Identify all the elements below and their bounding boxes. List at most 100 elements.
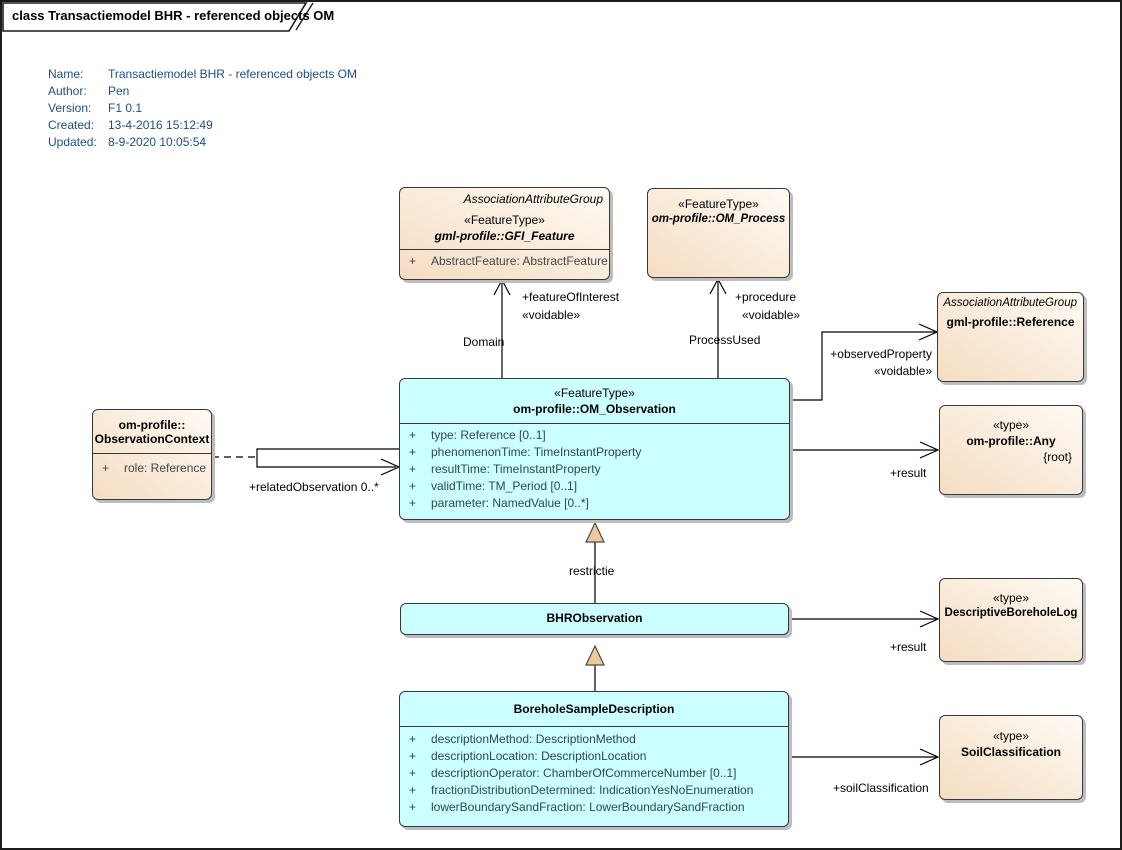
class-name: gml-profile::GFI_Feature — [434, 229, 575, 243]
class-name: om-profile::OM_Observation — [513, 402, 676, 416]
diagram-tab-title: class Transactiemodel BHR - referenced o… — [12, 8, 335, 23]
attribute-row: + descriptionOperator: ChamberOfCommerceN… — [400, 765, 788, 782]
attribute-row: + type: Reference [0..1] — [400, 427, 789, 444]
attribute-text: parameter: NamedValue [0..*] — [431, 496, 589, 510]
class-name-line2: ObservationContext — [94, 432, 210, 446]
attribute-text: type: Reference [0..1] — [431, 428, 546, 442]
source-label-domain: Domain — [463, 335, 505, 349]
attribute-text: fractionDistributionDetermined: Indicati… — [431, 783, 754, 797]
attribute-text: resultTime: TimeInstantProperty — [431, 462, 601, 476]
metadata-row: Name: Transactiemodel BHR - referenced o… — [48, 66, 357, 83]
open-arrow-right-icon — [919, 610, 940, 628]
attribute-row: + role: Reference — [93, 460, 211, 477]
class-name: SoilClassification — [960, 745, 1062, 759]
frame-tab-shape — [2, 2, 308, 32]
metadata-label: Created: — [48, 118, 95, 132]
attribute-text: validTime: TM_Period [0..1] — [431, 479, 578, 493]
attribute-row: + validTime: TM_Period [0..1] — [400, 478, 789, 495]
metadata-row: Version: F1 0.1 — [48, 100, 357, 117]
metadata-value: 8-9-2020 10:05:54 — [108, 135, 207, 149]
class-bhr-observation: BHRObservation — [400, 603, 789, 635]
attribute-list: + AbstractFeature: AbstractFeature — [400, 250, 609, 270]
class-borehole-sample-description: BoreholeSampleDescription +descriptionMe… — [399, 691, 789, 827]
class-observation-context: om-profile:: ObservationContext + role: R… — [92, 409, 212, 500]
class-stereotype: «type» — [992, 418, 1030, 432]
compartment-divider — [92, 453, 212, 454]
visibility-sign: + — [409, 462, 417, 476]
attribute-list: +descriptionMethod: DescriptionMethod+de… — [400, 727, 788, 816]
attribute-list: +type: Reference [0..1]+phenomenonTime: … — [400, 424, 789, 512]
role-label-result-bhr: +result — [890, 640, 927, 654]
visibility-sign: + — [409, 749, 417, 763]
metadata-row: Created: 13-4-2016 15:12:49 — [48, 117, 357, 134]
role-label-related-observation: +relatedObservation 0..* — [249, 480, 379, 494]
visibility-sign: + — [409, 766, 417, 780]
metadata-label: Author: — [48, 84, 87, 98]
class-om-process: «FeatureType» om-profile::OM_Process — [647, 188, 790, 278]
class-group-label: AssociationAttributeGroup — [463, 192, 603, 206]
stereotype-label-voidable: «voidable» — [742, 308, 801, 322]
generalization-triangle-icon — [585, 521, 605, 543]
visibility-sign: + — [409, 254, 417, 268]
role-label-result: +result — [890, 466, 927, 480]
attribute-text: AbstractFeature: AbstractFeature — [431, 254, 608, 268]
class-name: om-profile::Any — [966, 434, 1056, 448]
class-name-line1: om-profile:: — [118, 418, 186, 432]
class-name: gml-profile::Reference — [946, 315, 1075, 329]
metadata-row: Author: Pen — [48, 83, 357, 100]
class-stereotype: «type» — [992, 591, 1030, 605]
metadata-label: Name: — [48, 67, 84, 81]
class-group-label: AssociationAttributeGroup — [943, 297, 1077, 309]
attribute-text: phenomenonTime: TimeInstantProperty — [431, 445, 642, 459]
class-descriptive-borehole-log: «type» DescriptiveBoreholeLog — [939, 578, 1083, 662]
metadata-value: 13-4-2016 15:12:49 — [108, 118, 213, 132]
open-arrow-right-icon — [919, 748, 940, 766]
compartment-divider — [399, 423, 790, 424]
attribute-row: + fractionDistributionDetermined: Indicat… — [400, 782, 788, 799]
metadata-value: F1 0.1 — [108, 101, 143, 115]
role-label-soil-classification: +soilClassification — [833, 781, 929, 795]
class-om-observation: «FeatureType» om-profile::OM_Observation… — [399, 378, 790, 520]
class-name: BHRObservation — [546, 611, 643, 625]
attribute-text: role: Reference — [124, 461, 207, 475]
class-name: DescriptiveBoreholeLog — [944, 607, 1078, 619]
attribute-row: +descriptionMethod: DescriptionMethod — [400, 731, 788, 748]
connector-observed-property — [790, 331, 935, 401]
open-arrow-right-icon — [919, 441, 940, 459]
role-label-feature-of-interest: +featureOfInterest — [522, 290, 620, 304]
class-constraint: {root} — [1043, 450, 1072, 464]
class-soil-classification: «type» SoilClassification — [939, 715, 1083, 800]
metadata-label: Updated: — [48, 135, 97, 149]
attribute-row: + AbstractFeature: AbstractFeature — [400, 253, 609, 270]
class-stereotype: «FeatureType» — [464, 213, 545, 227]
generalization-triangle-icon — [585, 644, 605, 666]
frame-tab-slant-line — [295, 2, 314, 31]
visibility-sign: + — [409, 800, 417, 814]
class-gfi-feature: AssociationAttributeGroup «FeatureType» … — [399, 187, 610, 280]
metadata-row: Updated: 8-9-2020 10:05:54 — [48, 134, 357, 151]
stereotype-label-voidable: «voidable» — [873, 364, 932, 378]
compartment-divider — [399, 726, 789, 727]
class-stereotype: «type» — [992, 729, 1030, 743]
attribute-text: descriptionOperator: ChamberOfCommerceNu… — [431, 766, 737, 780]
visibility-sign: + — [102, 461, 110, 475]
attribute-row: +phenomenonTime: TimeInstantProperty — [400, 444, 789, 461]
attribute-row: + descriptionLocation: DescriptionLocatio… — [400, 748, 788, 765]
role-label-procedure: +procedure — [735, 290, 797, 304]
source-label-process-used: ProcessUsed — [689, 333, 761, 347]
visibility-sign: + — [409, 732, 417, 746]
open-arrow-up-icon — [709, 277, 727, 295]
class-stereotype: «FeatureType» — [554, 386, 635, 400]
visibility-sign: + — [409, 783, 417, 797]
metadata-label: Version: — [48, 101, 92, 115]
open-arrow-up-icon — [493, 278, 511, 296]
attribute-text: descriptionLocation: DescriptionLocation — [431, 749, 647, 763]
attribute-row: +lowerBoundarySandFraction: LowerBoundar… — [400, 799, 788, 816]
visibility-sign: + — [409, 496, 417, 510]
visibility-sign: + — [409, 479, 417, 493]
label-restrictie: restrictie — [569, 564, 615, 578]
diagram-metadata: Name: Transactiemodel BHR - referenced o… — [48, 66, 357, 151]
visibility-sign: + — [409, 428, 417, 442]
